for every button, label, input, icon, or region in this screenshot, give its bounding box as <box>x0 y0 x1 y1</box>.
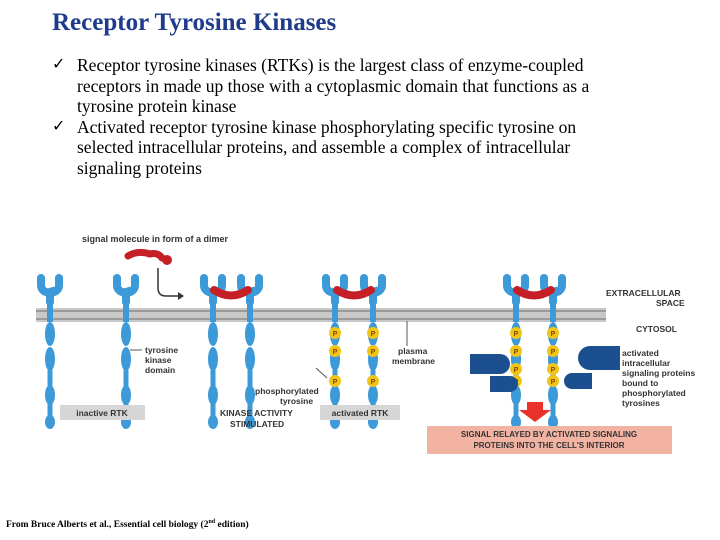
extracellular-label: SPACE <box>656 298 685 308</box>
svg-text:activated: activated <box>622 348 659 358</box>
svg-text:P: P <box>514 367 519 374</box>
svg-text:tyrosine: tyrosine <box>145 345 178 355</box>
svg-text:tyrosine: tyrosine <box>280 396 313 406</box>
credit-tail: edition) <box>215 520 249 531</box>
svg-text:P: P <box>371 349 376 356</box>
svg-text:plasma: plasma <box>398 346 428 356</box>
extracellular-label: EXTRACELLULAR <box>606 288 681 298</box>
credit-text: From Bruce Alberts et al., Essential cel… <box>6 520 209 531</box>
signal-molecule-label: signal molecule in form of a dimer <box>82 234 229 244</box>
activated-caption-box <box>320 405 400 420</box>
bullet-line: Receptor tyrosine kinases (RTKs) is the … <box>77 55 584 75</box>
svg-text:kinase: kinase <box>145 355 172 365</box>
svg-text:bound to: bound to <box>622 378 658 388</box>
binding-arrow-head <box>178 292 184 300</box>
tyrosine-kinase-domain-label: tyrosine kinase domain <box>130 345 178 375</box>
phosphorylated-tyrosine-label: phosphorylated tyrosine <box>255 367 328 406</box>
binding-arrow <box>157 268 178 297</box>
credit-superscript: nd <box>208 519 216 525</box>
svg-text:tyrosines: tyrosines <box>622 398 660 408</box>
svg-text:membrane: membrane <box>392 356 435 366</box>
signal-relay-arrow <box>519 402 551 422</box>
bullet-item: ✓ Receptor tyrosine kinases (RTKs) is th… <box>50 55 690 117</box>
svg-text:P: P <box>371 331 376 338</box>
inactive-caption-box <box>60 405 145 420</box>
free-signal-dimer <box>124 248 172 265</box>
inactive-caption: inactive RTK <box>76 408 128 418</box>
kinase-activity-caption: KINASE ACTIVITY STIMULATED <box>220 408 293 429</box>
signal-relayed-box <box>427 426 672 454</box>
svg-text:P: P <box>333 331 338 338</box>
plasma-membrane-label: plasma membrane <box>392 321 435 366</box>
svg-text:P: P <box>333 379 338 386</box>
svg-text:P: P <box>514 349 519 356</box>
svg-text:P: P <box>514 331 519 338</box>
signal-relayed-caption: SIGNAL RELAYED BY ACTIVATED SIGNALING <box>461 430 637 439</box>
svg-text:phosphorylated: phosphorylated <box>255 386 319 396</box>
svg-text:P: P <box>551 367 556 374</box>
activated-proteins-label: activated intracellular signaling protei… <box>622 348 695 408</box>
svg-text:STIMULATED: STIMULATED <box>230 419 284 429</box>
phosphate-group: P P P P P P <box>329 327 379 387</box>
svg-text:signaling proteins: signaling proteins <box>622 368 695 378</box>
intracellular-signaling-proteins <box>470 346 620 392</box>
svg-text:P: P <box>551 331 556 338</box>
bullet-line: Activated receptor tyrosine kinase phosp… <box>77 116 577 137</box>
svg-text:P: P <box>333 349 338 356</box>
slide-title: Receptor Tyrosine Kinases <box>52 9 337 36</box>
checkmark-icon: ✓ <box>52 117 66 135</box>
svg-text:P: P <box>551 379 556 386</box>
svg-text:phosphorylated: phosphorylated <box>622 388 686 398</box>
svg-text:KINASE ACTIVITY: KINASE ACTIVITY <box>220 408 293 418</box>
rtk-activation-diagram: signal molecule in form of a dimer tyros… <box>36 234 695 454</box>
stimulated-rtk-pair <box>204 278 259 429</box>
bullet-line: signaling proteins <box>77 157 202 178</box>
signal-relayed-caption: PROTEINS INTO THE CELL'S INTERIOR <box>473 441 624 450</box>
bullet-line: selected intracellular proteins, and ass… <box>77 137 571 157</box>
svg-text:domain: domain <box>145 365 175 375</box>
bullet-line: tyrosine protein kinase <box>77 96 237 116</box>
svg-text:P: P <box>371 379 376 386</box>
bullet-item: ✓ Activated receptor tyrosine kinase pho… <box>50 117 690 179</box>
bullet-list: ✓ Receptor tyrosine kinases (RTKs) is th… <box>50 55 690 178</box>
activated-caption: activated RTK <box>332 408 390 418</box>
bullet-line: receptors in made up those with a cytopl… <box>77 75 590 96</box>
checkmark-icon: ✓ <box>52 56 66 73</box>
svg-text:P: P <box>551 349 556 356</box>
cytosol-label: CYTOSOL <box>636 324 677 334</box>
plasma-membrane <box>36 308 606 322</box>
svg-text:intracellular: intracellular <box>622 358 671 368</box>
source-credit: From Bruce Alberts et al., Essential cel… <box>6 519 249 530</box>
